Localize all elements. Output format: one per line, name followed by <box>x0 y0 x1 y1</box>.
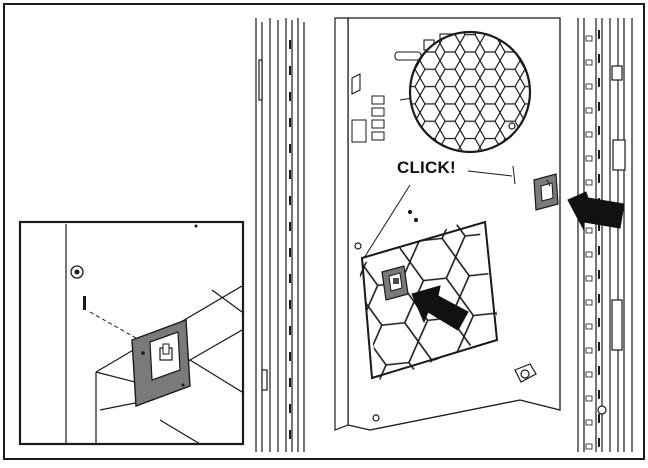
rail-hole <box>598 414 600 423</box>
rail-hole <box>598 294 600 303</box>
push-arrow-upper <box>567 191 625 231</box>
rail-hole <box>289 118 291 127</box>
rail-hole <box>598 390 600 399</box>
push-arrow-lower <box>411 285 469 331</box>
callout-leaders <box>363 165 516 259</box>
rail-slot <box>585 83 593 90</box>
mounting-bracket-upper <box>533 173 559 211</box>
rail-hole <box>289 404 291 413</box>
rail-slot <box>585 443 593 450</box>
rail-slot <box>585 59 593 66</box>
click-callout-label: CLICK! <box>397 158 456 177</box>
fan-grille <box>408 30 532 154</box>
rail-slot <box>585 107 593 114</box>
rail-hole <box>598 150 600 159</box>
rail-hole <box>598 30 600 39</box>
rail-hole <box>598 246 600 255</box>
rail-hole <box>598 78 600 87</box>
rail-hole <box>598 102 600 111</box>
rail-hole <box>289 222 291 231</box>
rail-hole <box>289 170 291 179</box>
rail-hole <box>289 66 291 75</box>
side-tabs <box>351 95 385 143</box>
rail-hole <box>289 326 291 335</box>
rail-hole <box>598 222 600 231</box>
left-rail-holes <box>289 40 291 439</box>
rail-hole <box>289 248 291 257</box>
rail-slot <box>585 323 593 330</box>
door-panel-edge <box>334 17 349 431</box>
rail-hole <box>598 174 600 183</box>
rail-hole <box>289 144 291 153</box>
rail-hole <box>289 92 291 101</box>
rail-slot <box>585 35 593 42</box>
rail-hole <box>598 126 600 135</box>
rail-slot <box>585 179 593 186</box>
rail-slot <box>585 299 593 306</box>
rail-hole <box>289 300 291 309</box>
panel-standoff <box>514 363 537 383</box>
rail-hole <box>289 378 291 387</box>
rail-slot <box>585 275 593 282</box>
rail-hole <box>598 318 600 327</box>
rail-slot <box>585 251 593 258</box>
rail-hole <box>289 196 291 205</box>
rail-slot <box>585 227 593 234</box>
rail-hole <box>289 352 291 361</box>
right-rail-holes <box>585 30 600 450</box>
rail-slot <box>585 347 593 354</box>
mounting-bracket-lower <box>381 265 409 301</box>
right-rack-rail <box>577 18 633 452</box>
rail-slot <box>585 395 593 402</box>
rail-hole <box>289 430 291 439</box>
rail-hole <box>598 438 600 447</box>
rail-hole <box>289 40 291 49</box>
rail-hole <box>598 342 600 351</box>
panel-screws <box>354 122 516 422</box>
detail-inset <box>18 220 245 446</box>
rail-slot <box>585 371 593 378</box>
rail-slot <box>585 131 593 138</box>
rail-slot <box>585 419 593 426</box>
rail-slot <box>585 155 593 162</box>
rail-hole <box>598 366 600 375</box>
left-rack-rail <box>255 18 305 452</box>
rail-hole <box>598 270 600 279</box>
rail-hole <box>289 274 291 283</box>
figure-border <box>3 3 645 460</box>
rail-hole <box>598 54 600 63</box>
